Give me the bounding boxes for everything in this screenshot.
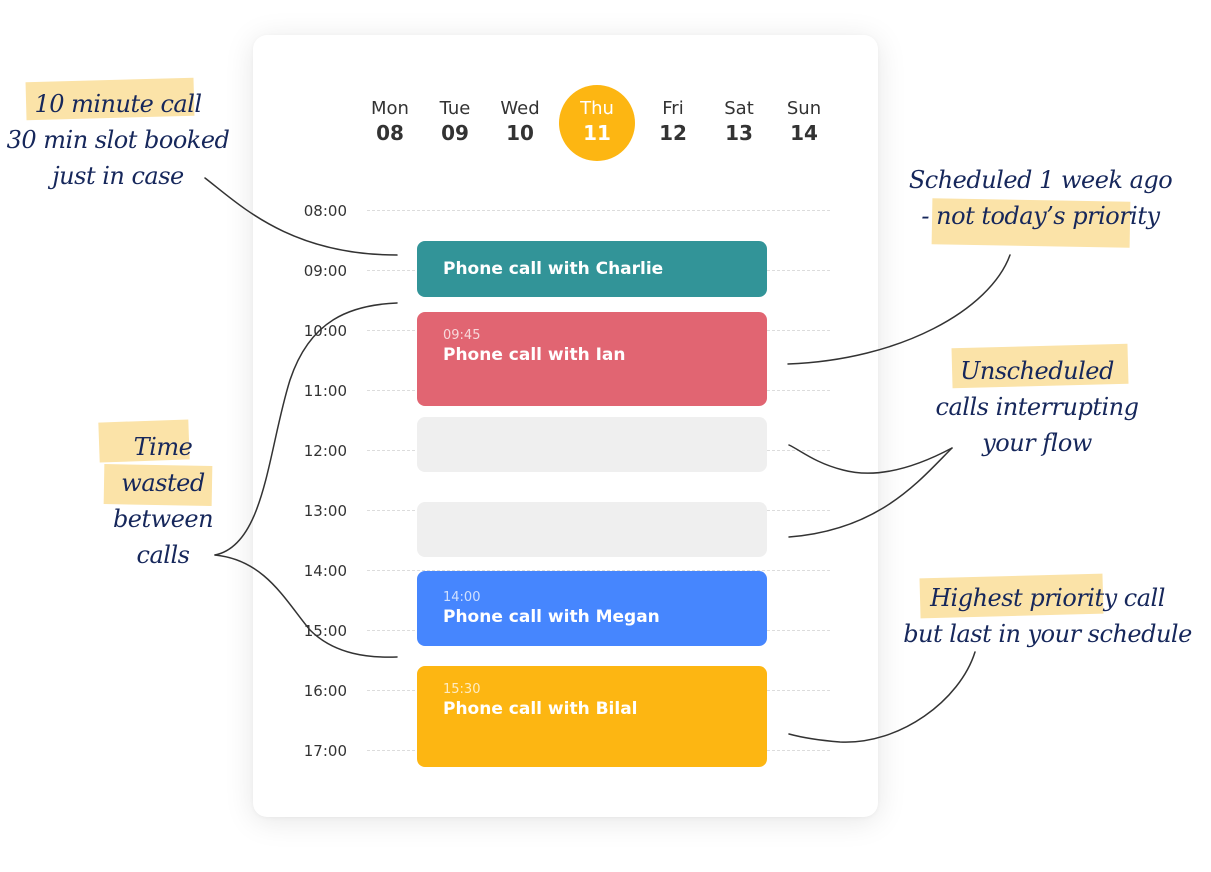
time-label: 15:00 — [303, 622, 347, 640]
note-line: 10 minute call — [34, 90, 202, 118]
day-number: 11 — [583, 121, 611, 145]
note-line: wasted — [121, 469, 205, 497]
time-label: 16:00 — [303, 682, 347, 700]
event-bilal[interactable]: 15:30 Phone call with Bilal — [417, 666, 767, 767]
event-megan[interactable]: 14:00 Phone call with Megan — [417, 571, 767, 646]
connector-unscheduled-a — [788, 444, 953, 474]
event-title: Phone call with Bilal — [443, 699, 638, 719]
grid-line — [367, 570, 830, 571]
day-number: 08 — [376, 121, 404, 145]
day-thu-today[interactable]: Thu 11 — [559, 85, 635, 161]
time-label: 17:00 — [303, 742, 347, 760]
note-time-wasted: Time wasted between calls — [96, 429, 230, 573]
note-line: between — [112, 505, 214, 533]
event-time: 15:30 — [443, 682, 481, 697]
day-number: 10 — [506, 121, 534, 145]
day-number: 13 — [725, 121, 753, 145]
time-label: 11:00 — [303, 382, 347, 400]
connector-wasted-bottom — [214, 554, 398, 658]
note-scheduled-week: Scheduled 1 week ago - not today’s prior… — [898, 162, 1183, 234]
note-unscheduled: Unscheduled calls interrupting your flow — [922, 353, 1152, 461]
day-mon[interactable]: Mon 08 — [352, 85, 428, 161]
time-label: 13:00 — [303, 502, 347, 520]
time-label: 12:00 — [303, 442, 347, 460]
event-time: 14:00 — [443, 590, 481, 605]
day-name: Wed — [500, 98, 540, 119]
note-line: but last in your schedule — [903, 620, 1192, 648]
day-name: Thu — [580, 98, 614, 119]
note-line: calls interrupting — [935, 393, 1139, 421]
highlight-not-today — [931, 198, 1131, 248]
note-line: 30 min slot booked — [6, 126, 230, 154]
day-sat[interactable]: Sat 13 — [701, 85, 777, 161]
day-number: 09 — [441, 121, 469, 145]
note-line: just in case — [52, 162, 184, 190]
connector-wasted-top — [214, 302, 398, 556]
highlight-time — [98, 419, 190, 463]
note-line: calls — [136, 541, 190, 569]
note-line: Scheduled 1 week ago — [908, 166, 1173, 194]
grid-line — [367, 210, 830, 211]
day-number: 14 — [790, 121, 818, 145]
time-label: 09:00 — [303, 262, 347, 280]
highlight-wasted — [103, 464, 213, 506]
time-label: 08:00 — [303, 202, 347, 220]
day-name: Sun — [786, 98, 822, 119]
day-name: Fri — [662, 98, 684, 119]
note-line: your flow — [982, 429, 1092, 457]
note-line: Unscheduled — [960, 357, 1114, 385]
day-sun[interactable]: Sun 14 — [766, 85, 842, 161]
day-name: Tue — [439, 98, 471, 119]
empty-slot[interactable] — [417, 417, 767, 472]
connector-highest — [788, 651, 976, 743]
note-line: Time — [133, 433, 193, 461]
connector-ten-minute — [204, 177, 398, 256]
event-title: Phone call with Charlie — [443, 259, 664, 279]
day-wed[interactable]: Wed 10 — [482, 85, 558, 161]
note-ten-minute: 10 minute call 30 min slot booked just i… — [0, 86, 236, 194]
highlight-highest — [919, 573, 1104, 619]
highlight-ten-minute — [25, 77, 195, 121]
highlight-unscheduled — [951, 343, 1129, 389]
event-charlie[interactable]: Phone call with Charlie — [417, 241, 767, 297]
note-line: Highest priority call — [930, 584, 1165, 612]
time-label: 14:00 — [303, 562, 347, 580]
connector-unscheduled-b — [788, 447, 953, 538]
note-line: - not today’s priority — [921, 202, 1160, 230]
day-number: 12 — [659, 121, 687, 145]
day-tue[interactable]: Tue 09 — [417, 85, 493, 161]
event-title: Phone call with Megan — [443, 607, 660, 627]
day-name: Mon — [371, 98, 409, 119]
event-time: 09:45 — [443, 328, 481, 343]
note-highest-priority: Highest priority call but last in your s… — [884, 580, 1211, 652]
empty-slot[interactable] — [417, 502, 767, 557]
event-ian[interactable]: 09:45 Phone call with Ian — [417, 312, 767, 406]
event-title: Phone call with Ian — [443, 345, 626, 365]
day-name: Sat — [724, 98, 754, 119]
day-fri[interactable]: Fri 12 — [635, 85, 711, 161]
connector-scheduled-week — [787, 254, 1011, 365]
